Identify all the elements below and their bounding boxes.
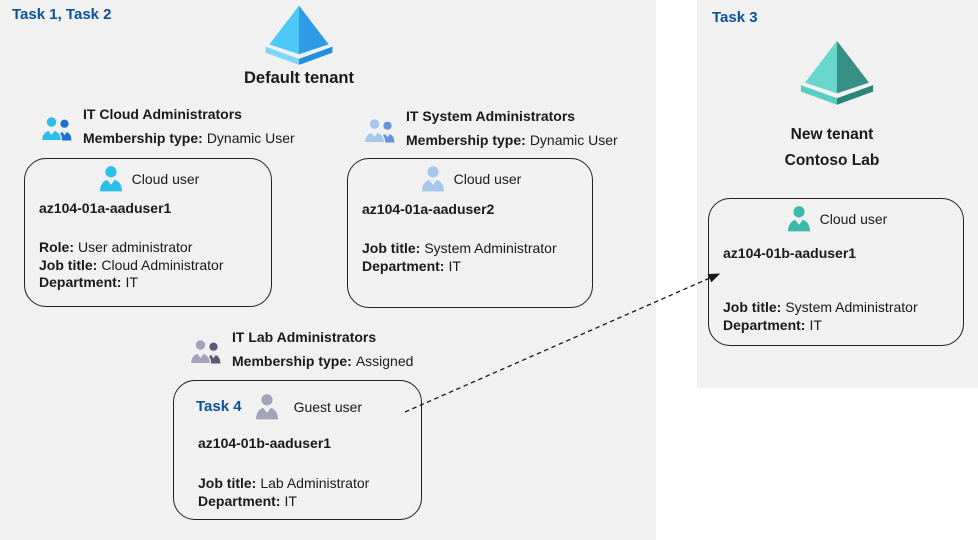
user-name: az104-01a-aaduser1 — [39, 200, 172, 216]
user-card-aaduser1-newtenant: Cloud user az104-01b-aaduser1 Job title:… — [708, 198, 964, 346]
cloud-user-icon — [787, 206, 810, 232]
new-tenant-title-line2: Contoso Lab — [784, 152, 880, 169]
default-tenant-title: Default tenant — [243, 69, 354, 87]
group-membership: Membership type:Assigned — [232, 351, 413, 371]
field-label: Department: — [362, 257, 445, 274]
user-type-label: Cloud user — [819, 210, 888, 227]
task-4-label: Task 4 — [196, 398, 242, 415]
azure-ad-tenant-icon — [265, 5, 333, 65]
group-name: IT Cloud Administrators — [83, 106, 242, 122]
user-fields: Role:User administrator Job title:Cloud … — [39, 239, 224, 292]
field-job-title: Job title:Lab Administrator — [198, 475, 369, 493]
user-name: az104-01a-aaduser2 — [362, 201, 495, 217]
field-department: Department:IT — [362, 258, 557, 276]
group-membership: Membership type:Dynamic User — [83, 128, 295, 148]
group-it-cloud-administrators: IT Cloud Administrators Membership type:… — [40, 104, 295, 148]
membership-value: Dynamic User — [206, 130, 295, 146]
new-tenant-title-line1: New tenant — [790, 126, 874, 143]
card-header: Cloud user — [709, 205, 963, 232]
cloud-user-icon — [99, 166, 122, 192]
task-1-2-label: Task 1, Task 2 — [12, 6, 112, 23]
group-name: IT Lab Administrators — [232, 329, 377, 345]
membership-value: Assigned — [355, 353, 414, 369]
field-value: IT — [125, 274, 138, 290]
user-type-label: Cloud user — [453, 170, 522, 187]
card-header: Cloud user — [348, 165, 592, 192]
field-department: Department:IT — [39, 274, 224, 292]
membership-label: Membership type: — [83, 130, 203, 146]
cloud-user-icon — [421, 166, 444, 192]
field-value: Cloud Administrator — [101, 256, 224, 273]
field-job-title: Job title:System Administrator — [362, 240, 557, 258]
guest-user-card: Task 4 Guest user az104-01b-aaduser1 Job… — [173, 380, 422, 520]
card-header: Cloud user — [25, 165, 271, 192]
user-card-aaduser1-default: Cloud user az104-01a-aaduser1 Role:User … — [24, 158, 272, 307]
field-label: Job title: — [39, 256, 98, 273]
field-label: Role: — [39, 239, 74, 255]
field-label: Job title: — [723, 299, 782, 315]
azure-ad-new-tenant-icon — [800, 40, 874, 105]
group-it-system-administrators: IT System Administrators Membership type… — [363, 106, 618, 150]
field-value: Lab Administrator — [260, 475, 370, 491]
guest-user-icon — [255, 394, 278, 420]
field-department: Department:IT — [198, 493, 369, 511]
user-card-aaduser2-default: Cloud user az104-01a-aaduser2 Job title:… — [347, 158, 593, 308]
field-job-title: Job title:System Administrator — [723, 299, 918, 317]
field-value: IT — [448, 257, 461, 274]
field-job-title: Job title:Cloud Administrator — [39, 257, 224, 275]
membership-label: Membership type: — [232, 353, 352, 369]
user-type-label: Cloud user — [131, 170, 200, 187]
user-fields: Job title:System Administrator Departmen… — [723, 299, 918, 334]
field-label: Department: — [198, 492, 281, 509]
membership-label: Membership type: — [406, 132, 526, 148]
field-label: Job title: — [362, 240, 421, 256]
user-name: az104-01b-aaduser1 — [723, 245, 857, 261]
group-icon — [189, 338, 221, 365]
user-name: az104-01b-aaduser1 — [198, 435, 332, 451]
user-type-label: Guest user — [293, 398, 363, 415]
field-department: Department:IT — [723, 317, 918, 335]
task-3-label: Task 3 — [712, 9, 758, 26]
field-value: User administrator — [78, 239, 193, 255]
new-tenant-title: New tenant Contoso Lab — [742, 122, 922, 174]
field-label: Department: — [723, 316, 806, 333]
group-it-lab-administrators: IT Lab Administrators Membership type:As… — [189, 327, 413, 371]
field-label: Job title: — [198, 475, 257, 491]
group-membership: Membership type:Dynamic User — [406, 130, 618, 150]
group-icon — [363, 117, 395, 144]
user-fields: Job title:System Administrator Departmen… — [362, 240, 557, 275]
card-header: Task 4 Guest user — [174, 393, 421, 420]
field-value: System Administrator — [785, 299, 918, 315]
group-name: IT System Administrators — [406, 108, 576, 124]
field-role: Role:User administrator — [39, 239, 224, 257]
field-label: Department: — [39, 274, 122, 290]
user-fields: Job title:Lab Administrator Department:I… — [198, 475, 369, 510]
field-value: IT — [284, 492, 297, 509]
membership-value: Dynamic User — [529, 132, 618, 148]
field-value: IT — [809, 316, 822, 333]
field-value: System Administrator — [424, 240, 557, 256]
group-icon — [40, 115, 72, 142]
